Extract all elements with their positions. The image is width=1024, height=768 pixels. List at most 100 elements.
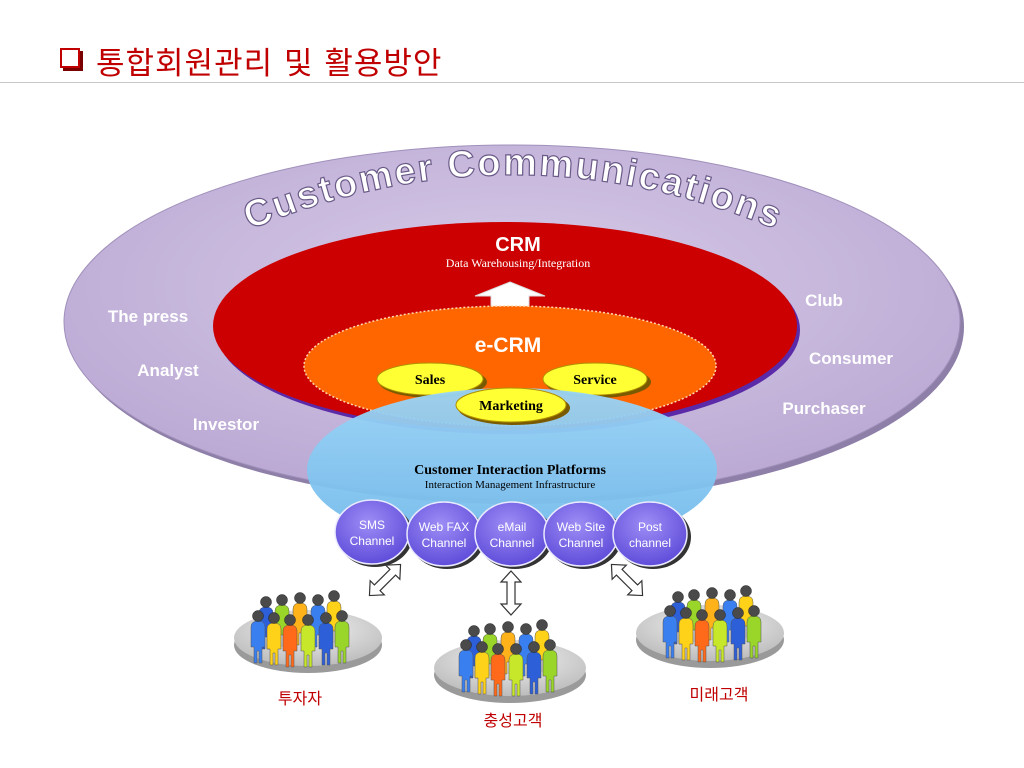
- person-head: [320, 612, 332, 624]
- person-figure: [266, 622, 282, 666]
- channel-website: Web Site Channel: [543, 501, 622, 569]
- person-figure: [730, 617, 746, 661]
- person-figure: [526, 651, 542, 695]
- group-label: 충성고객: [484, 711, 543, 730]
- stakeholder-label: Club: [805, 291, 843, 310]
- people-icon: [250, 590, 350, 668]
- stakeholder-label: Investor: [193, 415, 260, 434]
- person-head: [260, 596, 272, 608]
- channel-webfax: Web FAX Channel: [406, 501, 485, 569]
- stakeholder-label: Analyst: [137, 361, 199, 380]
- person-head: [696, 609, 708, 621]
- person-head: [544, 639, 556, 651]
- title-bar: 통합회원관리 및 활용방안: [60, 38, 1020, 86]
- channel-email: eMail Channel: [474, 501, 553, 569]
- person-figure: [746, 615, 762, 659]
- channel-label: Web FAX: [419, 520, 469, 534]
- channel-label: Web Site: [557, 520, 606, 534]
- person-head: [492, 643, 504, 655]
- person-head: [284, 614, 296, 626]
- person-head: [336, 610, 348, 622]
- channel-sms: SMS Channel: [334, 499, 413, 567]
- pill-label: Service: [573, 373, 617, 388]
- channel-label: eMail: [498, 520, 527, 534]
- double-arrow-icon: [499, 570, 523, 616]
- person-figure: [542, 649, 558, 693]
- channel-label: Channel: [490, 536, 535, 550]
- person-head: [688, 589, 700, 601]
- person-figure: [250, 620, 266, 664]
- person-head: [748, 605, 760, 617]
- person-head: [302, 614, 314, 626]
- channel-label: SMS: [359, 518, 385, 532]
- pill-label: Sales: [415, 373, 446, 388]
- person-head: [732, 607, 744, 619]
- person-head: [520, 623, 532, 635]
- person-head: [312, 594, 324, 606]
- person-head: [672, 591, 684, 603]
- title-divider: [0, 82, 1024, 83]
- loyal-customer-group: [434, 619, 586, 703]
- double-arrow-icon: [368, 563, 402, 597]
- platform-sublabel: Interaction Management Infrastructure: [425, 479, 596, 491]
- pill-label: Marketing: [479, 399, 543, 414]
- person-head: [502, 621, 514, 633]
- stakeholder-label: Consumer: [809, 349, 893, 368]
- double-arrow-icon: [610, 563, 644, 597]
- group-label: 투자자: [278, 689, 322, 708]
- future-customer-group: [636, 585, 784, 668]
- people-icon: [662, 585, 762, 663]
- crm-label: CRM: [495, 234, 541, 256]
- person-head: [460, 639, 472, 651]
- person-head: [714, 609, 726, 621]
- person-figure: [474, 651, 490, 695]
- people-icon: [458, 619, 558, 697]
- person-figure: [318, 622, 334, 666]
- person-figure: [694, 619, 710, 663]
- channel-label: Channel: [350, 534, 395, 548]
- checkbox-bullet-icon: [60, 48, 80, 68]
- person-figure: [678, 617, 694, 661]
- pill-marketing: Marketing: [455, 387, 570, 425]
- person-head: [724, 589, 736, 601]
- person-figure: [490, 653, 506, 697]
- person-figure: [282, 624, 298, 668]
- person-head: [680, 607, 692, 619]
- person-figure: [712, 619, 728, 663]
- page-title: 통합회원관리 및 활용방안: [96, 46, 443, 82]
- person-head: [536, 619, 548, 631]
- pill-service: Service: [542, 362, 651, 398]
- person-head: [276, 594, 288, 606]
- channel-label: Channel: [422, 536, 467, 550]
- person-head: [328, 590, 340, 602]
- person-head: [252, 610, 264, 622]
- person-figure: [508, 653, 524, 697]
- person-head: [706, 587, 718, 599]
- channel-label: Channel: [559, 536, 604, 550]
- person-figure: [662, 615, 678, 659]
- channel-post: Post channel: [612, 501, 691, 569]
- person-head: [484, 623, 496, 635]
- person-head: [740, 585, 752, 597]
- channel-label: Post: [638, 520, 663, 534]
- interaction-platform-layer: Customer Interaction Platforms Interacti…: [307, 388, 717, 552]
- person-head: [294, 592, 306, 604]
- person-figure: [334, 620, 350, 664]
- stakeholder-label: Purchaser: [782, 399, 866, 418]
- person-figure: [458, 649, 474, 693]
- channel-label: channel: [629, 536, 671, 550]
- ecrm-label: e-CRM: [475, 334, 542, 357]
- pill-sales: Sales: [376, 362, 487, 398]
- crm-sublabel: Data Warehousing/Integration: [446, 256, 590, 270]
- person-head: [476, 641, 488, 653]
- person-head: [468, 625, 480, 637]
- investor-group: [234, 590, 382, 673]
- person-head: [268, 612, 280, 624]
- group-label: 미래고객: [690, 685, 749, 704]
- platform-label: Customer Interaction Platforms: [414, 463, 606, 478]
- person-figure: [300, 624, 316, 668]
- person-head: [528, 641, 540, 653]
- person-head: [664, 605, 676, 617]
- person-head: [510, 643, 522, 655]
